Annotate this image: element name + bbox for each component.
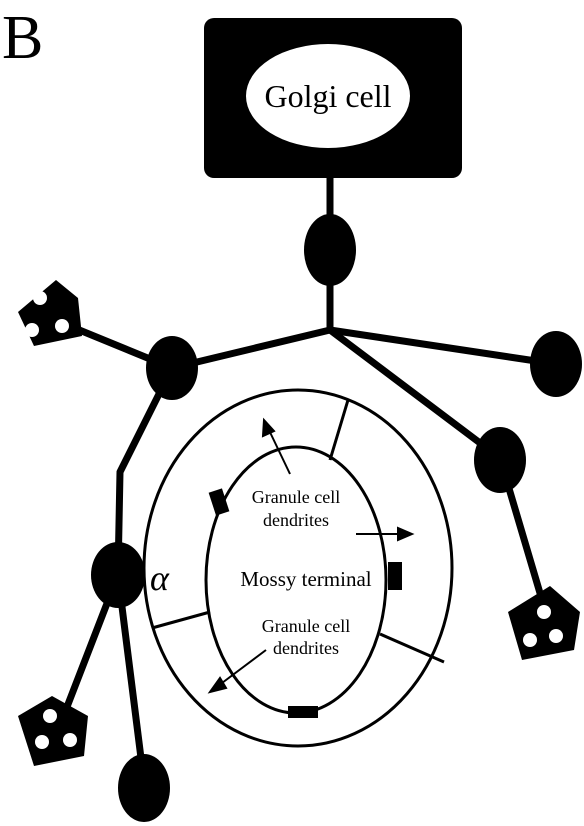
glomerulus-terminal — [18, 696, 88, 766]
golgi-cell: Golgi cell — [204, 18, 462, 178]
granule-dendrites-label-top-line1: Granule cell — [252, 487, 340, 507]
golgi-cell-label: Golgi cell — [264, 78, 391, 114]
panel-label: B — [2, 4, 43, 72]
glomerulus — [142, 388, 454, 748]
glomerulus-terminal — [18, 280, 82, 346]
mossy-terminal-label: Mossy terminal — [240, 567, 371, 591]
glomerulus-terminal — [508, 586, 580, 660]
bouton — [474, 427, 526, 493]
bouton — [146, 336, 198, 400]
boutons — [91, 214, 582, 822]
granule-dendrites-label-top-line2: dendrites — [263, 510, 329, 530]
granule-dendrites-label-bottom-line1: Granule cell — [262, 616, 350, 636]
bouton — [118, 754, 170, 822]
alpha-label: α — [150, 558, 170, 598]
bouton — [91, 542, 145, 608]
granule-dendrites-label-bottom-line2: dendrites — [273, 638, 339, 658]
direction-arrows — [207, 417, 415, 694]
bouton — [530, 331, 582, 397]
bouton — [304, 214, 356, 286]
